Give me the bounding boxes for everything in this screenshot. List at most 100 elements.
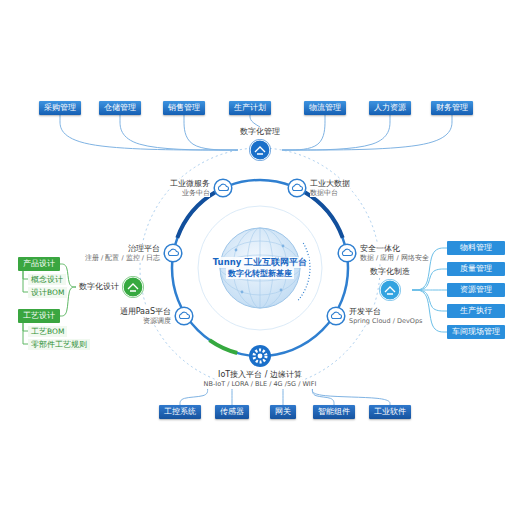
design-header-box: 产品设计 — [18, 257, 60, 271]
text-group: 财务管理 — [436, 103, 468, 113]
title-text: 零部件工艺规则 — [31, 340, 87, 349]
title-text: 销售管理 — [168, 103, 200, 113]
icon — [337, 243, 357, 263]
title-text: 财务管理 — [436, 103, 468, 113]
ring-service: 通用PaaS平台资源调度 — [120, 306, 194, 326]
text-group: 安全一体化数据 / 应用 / 网络安全 — [360, 244, 429, 262]
design-item: 设计BOM — [28, 287, 67, 298]
subtitle-text: 业务中台 — [182, 189, 210, 197]
text-group: Tunny 工业互联网平台数字化转型新基座 — [211, 257, 310, 279]
text-group: IoT接入平台 / 边缘计算NB-IoT / LORA / BLE / 4G /… — [204, 370, 317, 389]
text-group: 数字化管理 — [240, 127, 280, 137]
icon — [163, 243, 183, 263]
text-group: 物料管理 — [452, 243, 500, 253]
text-group: 开发平台Spring Cloud / DevOps — [349, 307, 422, 325]
manufacturing-box: 车间现场管理 — [447, 325, 505, 339]
device-box: 智能组件 — [313, 405, 355, 419]
manufacturing-box: 生产执行 — [447, 304, 505, 318]
design-item: 工艺BOM — [28, 326, 67, 337]
connector-line — [283, 389, 284, 405]
subtitle-text: 数字化转型新基座 — [226, 268, 294, 279]
title-text: 数字化设计 — [79, 282, 119, 292]
design-header-box: 工艺设计 — [18, 309, 60, 323]
text-group: 人力资源 — [374, 103, 406, 113]
title-text: 质量管理 — [452, 264, 500, 274]
subtitle-text: Spring Cloud / DevOps — [349, 317, 422, 325]
module-box: 仓储管理 — [99, 101, 141, 115]
text-group: 工艺BOM — [31, 327, 64, 336]
title-text: 物料管理 — [452, 243, 500, 253]
connector-line — [180, 389, 208, 405]
text-group: 治理平台注册 / 配置 / 监控 / 日志 — [85, 244, 160, 262]
subtitle-text: 注册 / 配置 / 监控 / 日志 — [85, 254, 160, 262]
title-text: 工控系统 — [164, 407, 196, 417]
text-group: 智能组件 — [318, 407, 350, 417]
icon — [213, 178, 233, 198]
text-group: 数字化设计 — [79, 282, 119, 292]
title-text: 网关 — [275, 407, 291, 417]
title-text: 仓储管理 — [104, 103, 136, 113]
text-group: 工业大数据数据中台 — [310, 179, 350, 197]
ring-service: 工业大数据数据中台 — [287, 178, 350, 198]
ring-service: 工业微服务业务中台 — [170, 178, 233, 198]
device-box: 网关 — [270, 405, 296, 419]
icon — [249, 139, 271, 161]
ring-service: 开发平台Spring Cloud / DevOps — [326, 306, 422, 326]
text-group: 设计BOM — [31, 288, 64, 297]
connector-line — [60, 115, 238, 150]
hub-icon: 数字化管理 — [238, 127, 282, 161]
icon — [379, 279, 401, 301]
text-group: 车间现场管理 — [452, 327, 500, 337]
globe — [220, 228, 300, 308]
module-box: 人力资源 — [369, 101, 411, 115]
connector-line — [282, 115, 325, 150]
title-text: 工业微服务 — [170, 179, 210, 189]
module-box: 物流管理 — [304, 101, 346, 115]
text-group: 产品设计 — [23, 259, 55, 269]
title-text: 数字化管理 — [240, 127, 280, 137]
icon — [174, 306, 194, 326]
subtitle-text: NB-IoT / LORA / BLE / 4G /5G / WIFI — [204, 380, 317, 389]
subtitle-text: 数据 / 应用 / 网络安全 — [360, 254, 429, 262]
text-group: 数字化制造 — [370, 267, 410, 277]
connector-line — [250, 115, 260, 127]
title-text: 生产执行 — [452, 306, 500, 316]
connector-line — [232, 389, 233, 405]
hub-icon: 数字化设计 — [76, 276, 147, 298]
manufacturing-box: 质量管理 — [447, 262, 505, 276]
title-text: 智能组件 — [318, 407, 350, 417]
text-group: 生产执行 — [452, 306, 500, 316]
connector-line — [312, 389, 390, 405]
outer-dashed-ring — [140, 148, 380, 388]
device-box: 工控系统 — [159, 405, 201, 419]
text-group: 仓储管理 — [104, 103, 136, 113]
text-group: 零部件工艺规则 — [31, 340, 87, 349]
title-text: 采购管理 — [44, 103, 76, 113]
module-box: 生产计划 — [229, 101, 271, 115]
text-group: 物流管理 — [309, 103, 341, 113]
text-group: 传感器 — [220, 407, 244, 417]
inner-faint-ring — [198, 206, 322, 330]
text-group: 工业软件 — [374, 407, 406, 417]
text-group: 网关 — [275, 407, 291, 417]
design-item: 概念设计 — [28, 274, 66, 285]
subtitle-text: 资源调度 — [143, 317, 171, 325]
text-group: 通用PaaS平台资源调度 — [120, 307, 171, 325]
title-text: 车间现场管理 — [452, 327, 500, 337]
title-text: 通用PaaS平台 — [120, 307, 171, 317]
ring-service: 安全一体化数据 / 应用 / 网络安全 — [337, 243, 429, 263]
device-box: 工业软件 — [369, 405, 411, 419]
title-text: 工艺BOM — [31, 327, 64, 336]
text-group: 销售管理 — [168, 103, 200, 113]
title-text: 开发平台 — [349, 307, 381, 317]
hub-icon: 数字化制造 — [368, 267, 412, 301]
iot-hub: IoT接入平台 / 边缘计算NB-IoT / LORA / BLE / 4G /… — [202, 344, 319, 389]
title-text: 治理平台 — [128, 244, 160, 254]
text-group: 生产计划 — [234, 103, 266, 113]
connector-line — [282, 115, 452, 150]
connector-line — [184, 115, 238, 150]
platform-core: Tunny 工业互联网平台数字化转型新基座 — [211, 257, 310, 279]
title-text: 生产计划 — [234, 103, 266, 113]
title-text: 设计BOM — [31, 288, 64, 297]
text-group: 工业微服务业务中台 — [170, 179, 210, 197]
